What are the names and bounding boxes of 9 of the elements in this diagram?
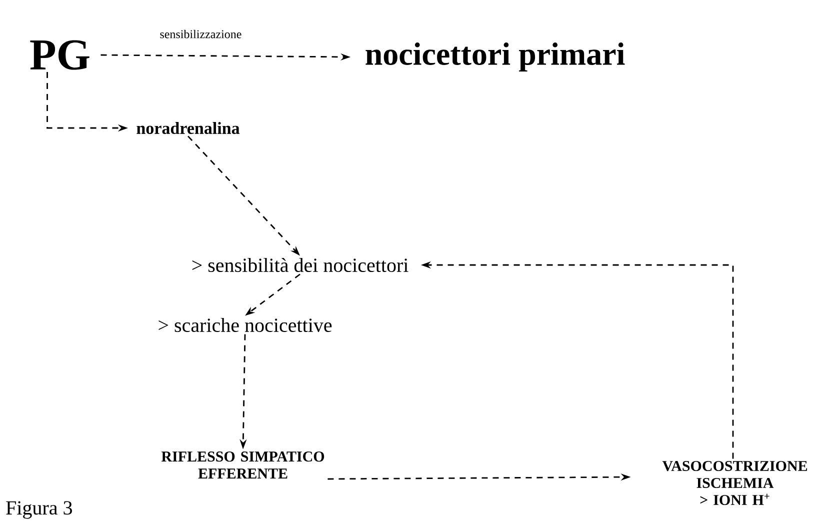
edge-label: sensibilizzazione: [160, 30, 242, 38]
node-text: VASOCOSTRIZIONE ISCHEMIA > IONI H$^{+}$: [662, 460, 808, 506]
node-text: RIFLESSO SIMPATICO EFFERENTE: [161, 452, 324, 478]
figure-caption: Figura 3: [6, 501, 72, 519]
node-text: > scariche nocicettive: [158, 318, 332, 332]
node-text: noradrenalina: [136, 122, 240, 134]
node-text: PG: [30, 40, 90, 70]
node-text: > sensibilità dei nocicettori: [192, 258, 408, 272]
node-text: nocicettori primari: [366, 42, 625, 72]
